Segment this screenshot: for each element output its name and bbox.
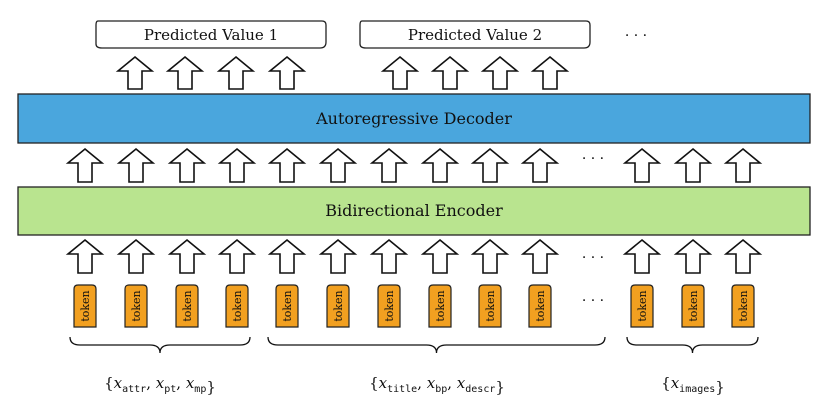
decoder-output-arrow <box>530 55 570 90</box>
token-input-arrow <box>369 238 409 274</box>
brace-group-2 <box>267 336 606 354</box>
token-input-arrow <box>65 238 105 274</box>
encoder-output-arrow <box>267 147 307 183</box>
token-input-arrow <box>267 238 307 274</box>
token-box: token <box>326 284 350 328</box>
decoder-output-arrow <box>430 55 470 90</box>
encoder-output-arrow <box>217 147 257 183</box>
decoder-output-arrow <box>216 55 256 90</box>
token-label: token <box>484 290 497 321</box>
output-label-1: Predicted Value 1 <box>144 26 278 44</box>
output-box-2: Predicted Value 2 <box>359 20 591 49</box>
encoder-label: Bidirectional Encoder <box>325 201 503 220</box>
decoder-output-arrow <box>380 55 420 90</box>
tokens-ellipsis: · · · <box>582 293 604 309</box>
token-label: token <box>231 290 244 321</box>
arrows-layer <box>65 55 763 274</box>
token-input-arrow <box>420 238 460 274</box>
token-box: token <box>124 284 148 328</box>
group-label-2: {xtitle, xbp, xdescr} <box>369 374 505 396</box>
token-label: token <box>737 290 750 321</box>
token-label: token <box>130 290 143 321</box>
token-box: token <box>478 284 502 328</box>
decoder-label: Autoregressive Decoder <box>315 109 512 128</box>
decoder-block: Autoregressive Decoder <box>17 93 811 144</box>
token-box: token <box>428 284 452 328</box>
decoder-output-arrow <box>267 55 307 90</box>
token-label: token <box>687 290 700 321</box>
encoder-output-arrow <box>420 147 460 183</box>
decoder-output-arrow <box>480 55 520 90</box>
braces-layer <box>69 336 759 354</box>
tokens-layer: token token token token token token token token… <box>73 284 755 328</box>
token-input-arrow <box>116 238 156 274</box>
token-label: token <box>332 290 345 321</box>
token-box: token <box>731 284 755 328</box>
token-label: token <box>534 290 547 321</box>
outputs-ellipsis: · · · <box>625 28 647 44</box>
token-box: token <box>528 284 552 328</box>
encoder-to-decoder-ellipsis: · · · <box>582 151 604 167</box>
encoder-output-arrow <box>369 147 409 183</box>
token-input-arrow <box>723 238 763 274</box>
token-box: token <box>175 284 199 328</box>
encoder-output-arrow <box>470 147 510 183</box>
token-label: token <box>383 290 396 321</box>
input-arrows-ellipsis: · · · <box>582 250 604 266</box>
decoder-output-arrow <box>115 55 155 90</box>
token-input-arrow <box>167 238 207 274</box>
group-label-1: {xattr, xpt, xmp} <box>104 374 216 396</box>
token-box: token <box>73 284 97 328</box>
token-box: token <box>377 284 401 328</box>
token-label: token <box>181 290 194 321</box>
encoder-output-arrow <box>65 147 105 183</box>
output-box-1: Predicted Value 1 <box>95 20 327 49</box>
token-label: token <box>434 290 447 321</box>
brace-group-1 <box>69 336 251 354</box>
token-input-arrow <box>217 238 257 274</box>
token-label: token <box>281 290 294 321</box>
token-box: token <box>630 284 654 328</box>
token-label: token <box>636 290 649 321</box>
token-box: token <box>681 284 705 328</box>
token-input-arrow <box>622 238 662 274</box>
token-box: token <box>275 284 299 328</box>
encoder-output-arrow <box>622 147 662 183</box>
encoder-output-arrow <box>723 147 763 183</box>
group-label-3: {ximages} <box>661 374 725 396</box>
decoder-output-arrow <box>165 55 205 90</box>
encoder-block: Bidirectional Encoder <box>17 186 811 236</box>
encoder-output-arrow <box>673 147 713 183</box>
encoder-output-arrow <box>116 147 156 183</box>
token-input-arrow <box>470 238 510 274</box>
encoder-output-arrow <box>167 147 207 183</box>
encoder-output-arrow <box>318 147 358 183</box>
token-label: token <box>79 290 92 321</box>
brace-group-3 <box>626 336 759 354</box>
token-input-arrow <box>520 238 560 274</box>
encoder-output-arrow <box>520 147 560 183</box>
token-input-arrow <box>318 238 358 274</box>
token-input-arrow <box>673 238 713 274</box>
token-box: token <box>225 284 249 328</box>
output-label-2: Predicted Value 2 <box>408 26 542 44</box>
